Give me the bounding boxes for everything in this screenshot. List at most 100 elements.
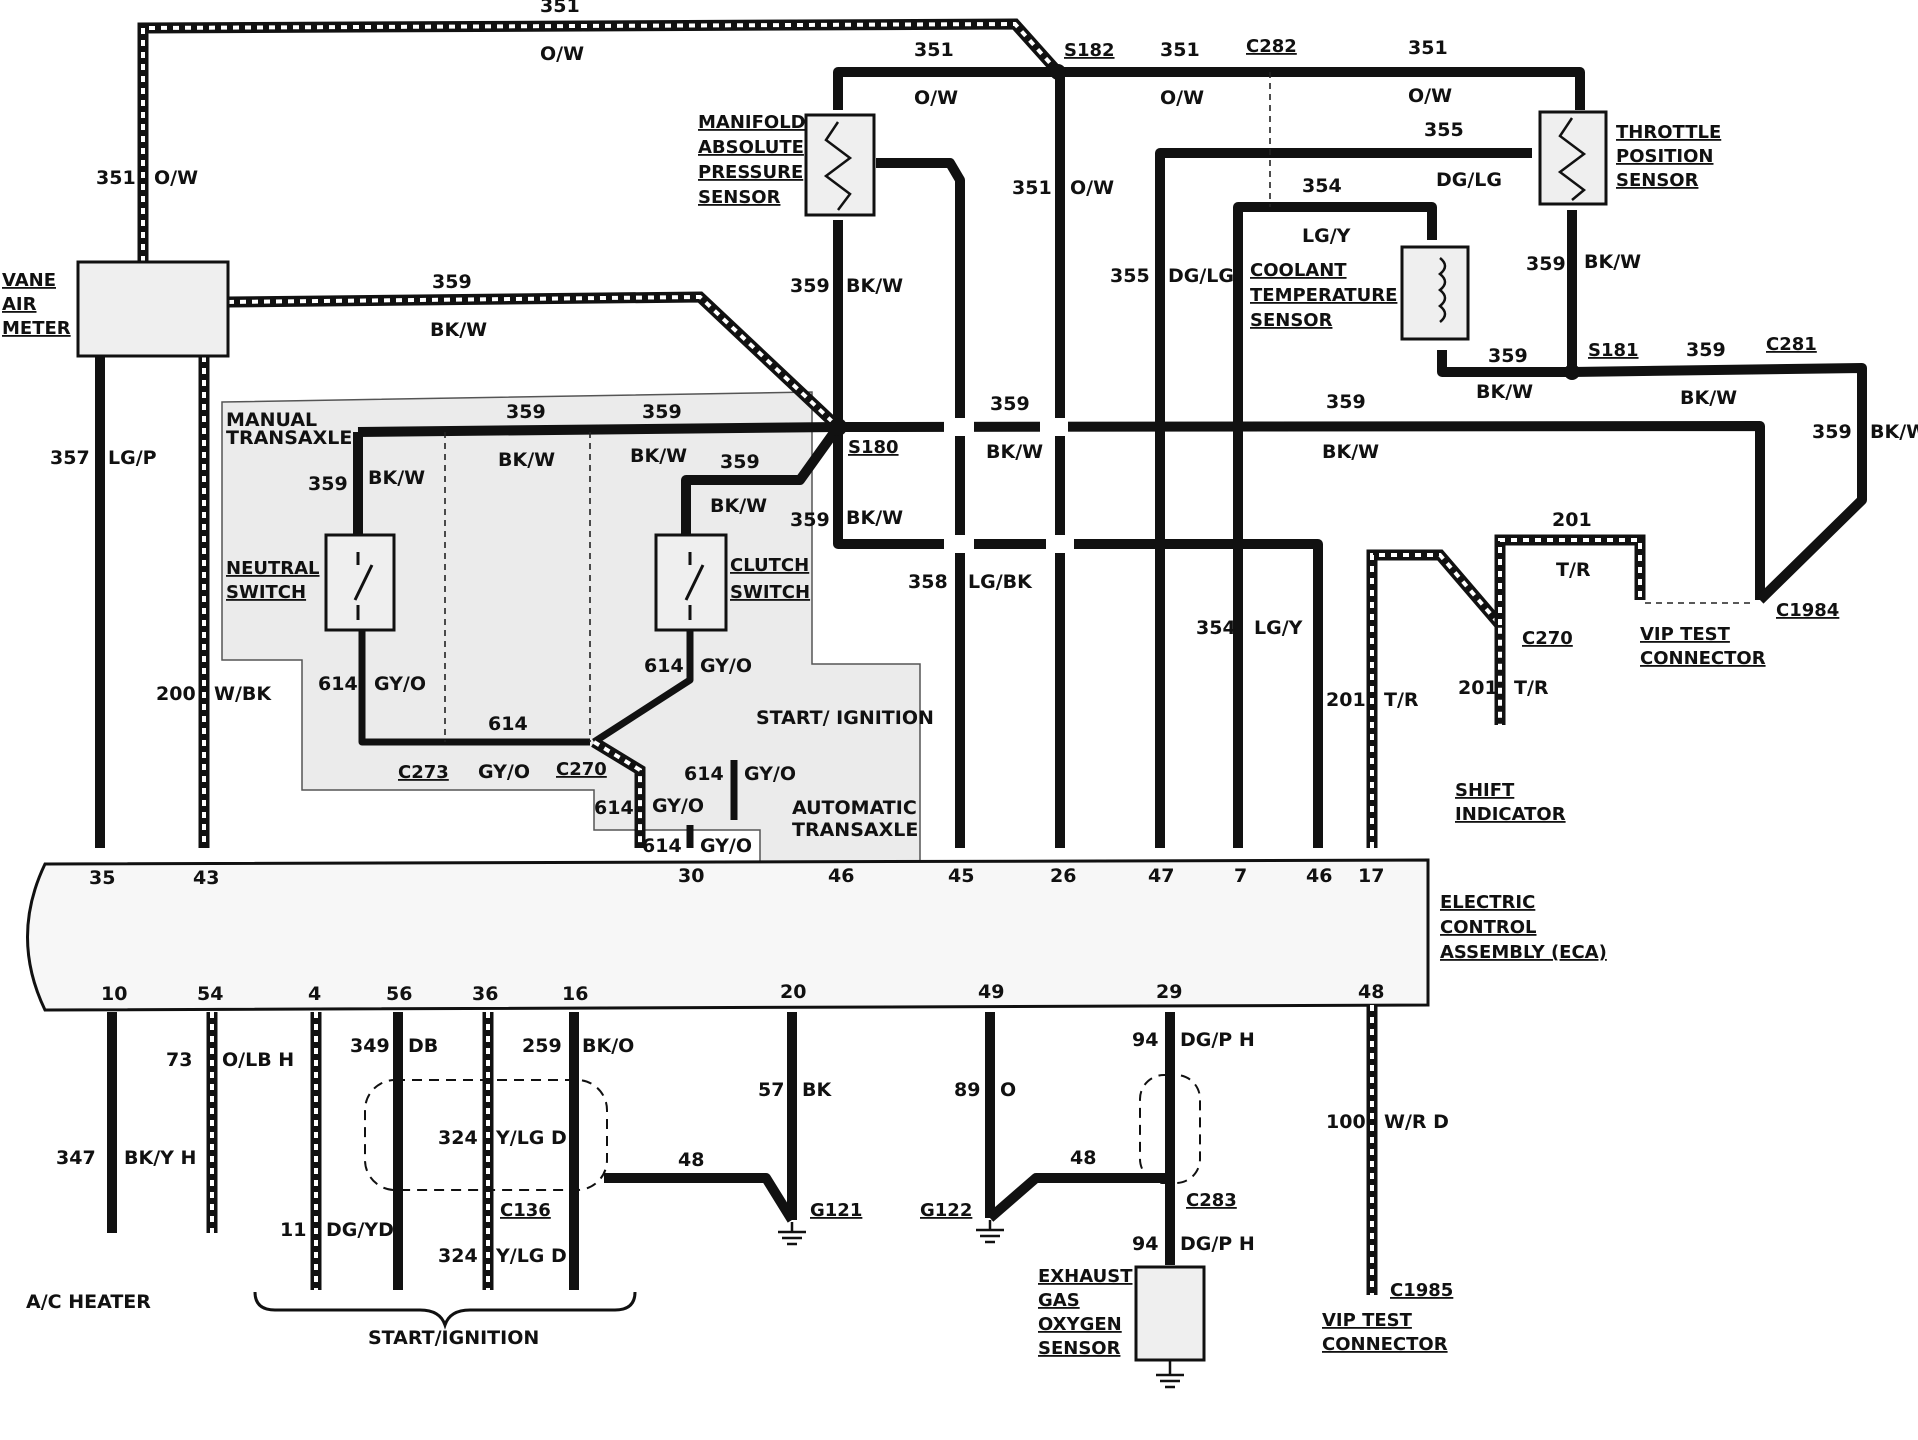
wl-94-a: 94 xyxy=(1132,1029,1158,1051)
pin-top-2: 30 xyxy=(678,865,704,887)
label-pressure: PRESSURE xyxy=(698,162,803,183)
wl-359-b: 359 xyxy=(790,275,830,297)
cts-coil-icon xyxy=(1438,257,1447,323)
label-automatic: AUTOMATIC xyxy=(792,797,917,819)
label-clutch-switch: SWITCH xyxy=(730,582,810,603)
pin-bot-5: 16 xyxy=(562,983,588,1005)
wl-351-f: 351 xyxy=(1012,177,1052,199)
conn-s182: S182 xyxy=(1064,40,1115,61)
wl-351-a: 351 xyxy=(540,0,580,17)
wl-354-a: 354 xyxy=(1302,175,1342,197)
eca-pin-labels: 35 43 30 46 45 26 47 7 46 17 10 54 4 56 … xyxy=(89,865,1384,1005)
wl-bkw-e: BK/W xyxy=(368,467,425,489)
wire-354 xyxy=(1233,202,1437,848)
label-ac-heater: A/C HEATER xyxy=(26,1291,151,1313)
clutch-switch-icon xyxy=(684,552,705,620)
wl-gyo-e: GY/O xyxy=(744,763,796,785)
neutral-switch-icon xyxy=(353,552,374,620)
wire-614-clutch xyxy=(592,625,694,745)
wl-bkw-a: BK/W xyxy=(430,319,487,341)
label-vane: VANE xyxy=(2,270,56,291)
wl-gyo-c: GY/O xyxy=(700,655,752,677)
wl-bkw-g: BK/W xyxy=(846,507,903,529)
wl-614-f: 614 xyxy=(642,835,682,857)
wl-351-e: 351 xyxy=(1408,37,1448,59)
conn-s180: S180 xyxy=(848,437,899,458)
conn-g122: G122 xyxy=(920,1200,972,1221)
wire-201-vip xyxy=(1494,534,1646,625)
wl-349: 349 xyxy=(350,1035,390,1057)
ground-g121-icon xyxy=(778,1222,806,1246)
label-vip-top-1: VIP TEST xyxy=(1640,624,1731,645)
connector-labels: S182 C282 S180 S181 C281 C1984 C270 C270… xyxy=(398,36,1839,1301)
wl-ow-a: O/W xyxy=(540,43,584,65)
eca-body xyxy=(26,858,1430,1012)
wl-100: 100 xyxy=(1326,1111,1366,1133)
label-control: CONTROL xyxy=(1440,917,1537,938)
wl-ow-d: O/W xyxy=(1160,87,1204,109)
pin-top-7: 7 xyxy=(1234,865,1247,887)
wl-359-i: 359 xyxy=(1326,391,1366,413)
label-absolute: ABSOLUTE xyxy=(698,137,804,158)
wl-gyo-b: GY/O xyxy=(478,761,530,783)
wl-359-j: 359 xyxy=(1488,345,1528,367)
label-tps-sensor: SENSOR xyxy=(1616,170,1699,191)
wl-olbh: O/LB H xyxy=(222,1049,294,1071)
label-indicator: INDICATOR xyxy=(1455,804,1566,825)
label-shift: SHIFT xyxy=(1455,780,1515,801)
start-ignition-brace xyxy=(253,1291,637,1330)
wl-357: 357 xyxy=(50,447,90,469)
wl-359-d: 359 xyxy=(642,401,682,423)
splice-s181 xyxy=(1564,364,1580,380)
cts-box xyxy=(1400,245,1470,341)
label-clutch: CLUTCH xyxy=(730,555,809,576)
wl-o: O xyxy=(1000,1079,1016,1101)
wire-labels: 351 O/W 351 O/W 351 O/W 351 O/W 351 O/W … xyxy=(50,0,1918,1267)
conn-c283: C283 xyxy=(1186,1190,1237,1211)
wl-bkw-l: BK/W xyxy=(1584,251,1641,273)
wl-324-b: 324 xyxy=(438,1245,478,1267)
wl-ow-f: O/W xyxy=(1070,177,1114,199)
wl-bkw-b: BK/W xyxy=(846,275,903,297)
wire-351-top xyxy=(137,18,1063,262)
gap-3 xyxy=(944,535,974,553)
pin-bot-4: 36 xyxy=(472,983,498,1005)
wl-614-d: 614 xyxy=(594,797,634,819)
wire-359-vam-inner xyxy=(227,294,840,429)
pin-top-9: 17 xyxy=(1358,865,1384,887)
ground-g122-icon xyxy=(976,1220,1004,1244)
wl-bkw-k: BK/W xyxy=(1680,387,1737,409)
wl-gyo-d: GY/O xyxy=(652,795,704,817)
wire-614-down-inner xyxy=(592,740,642,848)
pin-top-4: 45 xyxy=(948,865,974,887)
wire-614-neutral xyxy=(358,625,590,746)
wl-lgbk: LG/BK xyxy=(968,571,1033,593)
wl-tr-b: T/R xyxy=(1556,559,1591,581)
label-electric: ELECTRIC xyxy=(1440,892,1535,913)
conn-c281: C281 xyxy=(1766,334,1817,355)
label-meter: METER xyxy=(2,318,71,339)
wl-dglg-a: DG/LG xyxy=(1436,169,1502,191)
label-automatic-transaxle: TRANSAXLE xyxy=(792,819,918,841)
wl-tr-c: T/R xyxy=(1514,677,1549,699)
ground-ego-icon xyxy=(1156,1360,1184,1389)
wl-355-b: 355 xyxy=(1110,265,1150,287)
wl-11: 11 xyxy=(280,1219,306,1241)
label-manual: MANUAL xyxy=(226,409,317,431)
pin-top-0: 35 xyxy=(89,867,115,889)
wl-94-b: 94 xyxy=(1132,1233,1158,1255)
wl-bkw-i: BK/W xyxy=(1322,441,1379,463)
label-ego-sensor: SENSOR xyxy=(1038,1338,1121,1359)
wl-614-c: 614 xyxy=(644,655,684,677)
conn-c270-top: C270 xyxy=(1522,628,1573,649)
wl-wbk: W/BK xyxy=(214,683,272,705)
pin-bot-7: 49 xyxy=(978,981,1004,1003)
wl-89: 89 xyxy=(954,1079,980,1101)
pin-bot-6: 20 xyxy=(780,981,806,1003)
wl-359-k: 359 xyxy=(1686,339,1726,361)
gap-2 xyxy=(1040,418,1068,436)
wl-358: 358 xyxy=(908,571,948,593)
wl-bkw-d: BK/W xyxy=(630,445,687,467)
label-assembly: ASSEMBLY (ECA) xyxy=(1440,942,1607,963)
wl-351-c: 351 xyxy=(914,39,954,61)
